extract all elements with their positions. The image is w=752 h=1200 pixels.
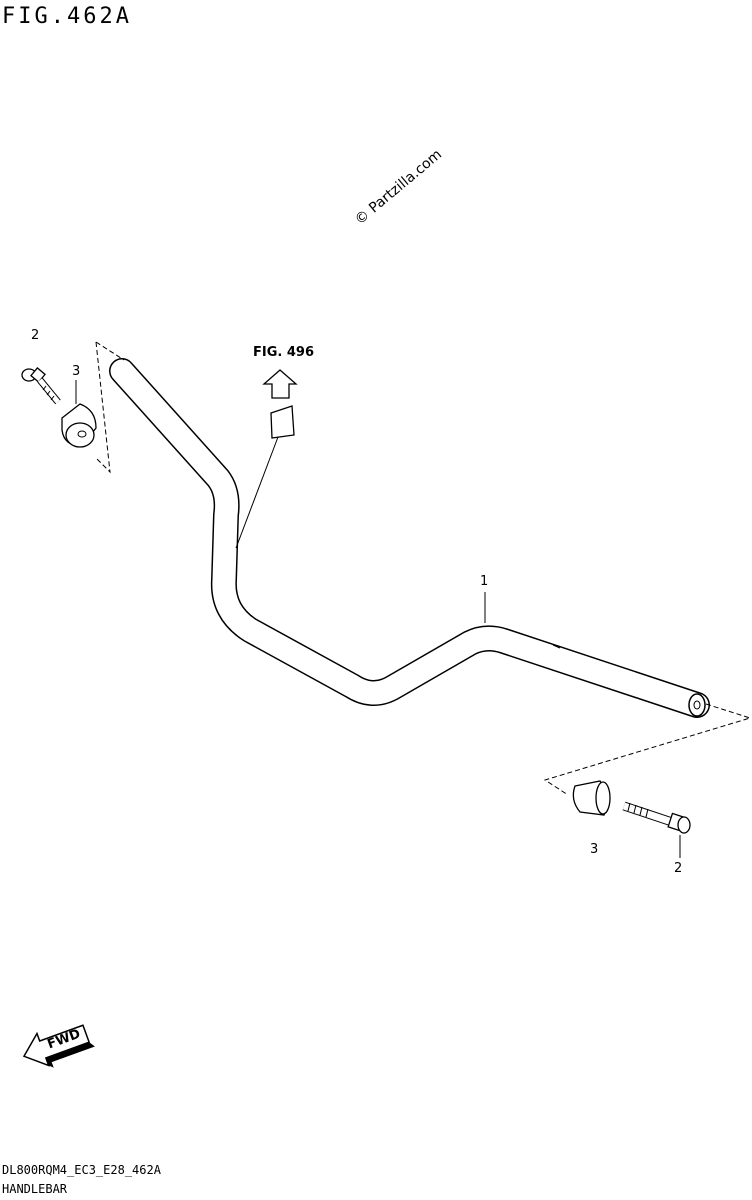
bar-end-weight-left[interactable] [61, 403, 97, 448]
diagram-caption: HANDLEBAR [2, 1182, 68, 1196]
callout-2-bolt-right: 2 [674, 861, 683, 876]
left-bracket [95, 341, 111, 474]
callout-1-handlebar: 1 [480, 574, 489, 589]
reference-figure-label[interactable]: FIG. 496 [253, 345, 314, 360]
figure-title: FIG.462A [2, 4, 132, 29]
up-arrow-icon [262, 369, 298, 399]
bar-end-weight-right[interactable] [572, 780, 611, 816]
diagram-code: DL800RQM4_EC3_E28_462A [2, 1163, 161, 1177]
bolt-left[interactable] [21, 367, 61, 405]
reference-tag [235, 405, 295, 549]
forward-arrow-icon [22, 1024, 95, 1068]
right-bracket [543, 703, 752, 796]
callout-2-bolt-left: 2 [31, 328, 40, 343]
handlebar-tube[interactable] [109, 358, 710, 718]
callout-3-weight-right: 3 [590, 842, 599, 857]
bolt-right[interactable] [622, 801, 691, 834]
callout-3-weight-left: 3 [72, 364, 81, 379]
